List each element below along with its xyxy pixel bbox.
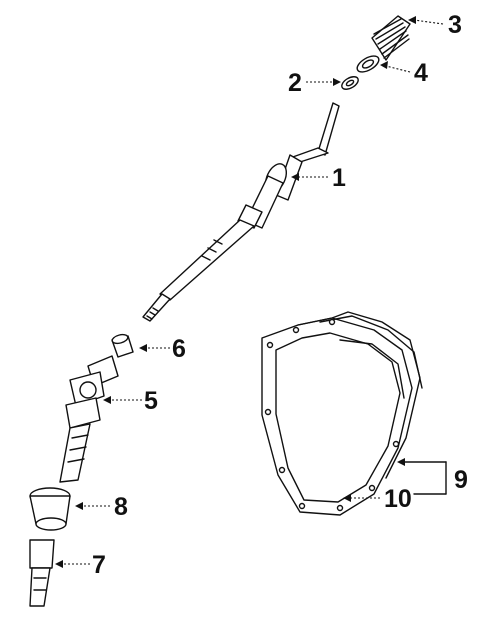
part-4-seal (356, 55, 380, 73)
callout-3: 3 (448, 11, 462, 39)
part-7-yoke (29, 539, 55, 607)
callout-6: 6 (172, 335, 186, 363)
part-1-steering-shaft (142, 102, 340, 322)
callout-7: 7 (92, 551, 106, 579)
part-6-bushing (111, 333, 134, 358)
callout-2: 2 (288, 69, 302, 97)
part-9-10-cover-gasket (261, 311, 423, 516)
callout-10: 10 (384, 485, 412, 513)
part-2-snap-ring (341, 76, 359, 90)
callout-9: 9 (454, 466, 468, 494)
callout-4: 4 (414, 59, 428, 87)
part-8-dust-boot (29, 487, 71, 531)
part-3-boot (371, 15, 411, 61)
callout-5: 5 (144, 387, 158, 415)
callout-8: 8 (114, 493, 128, 521)
callout-1: 1 (332, 164, 346, 192)
leader-lines (55, 16, 447, 568)
part-5-intermediate-shaft (59, 355, 119, 483)
